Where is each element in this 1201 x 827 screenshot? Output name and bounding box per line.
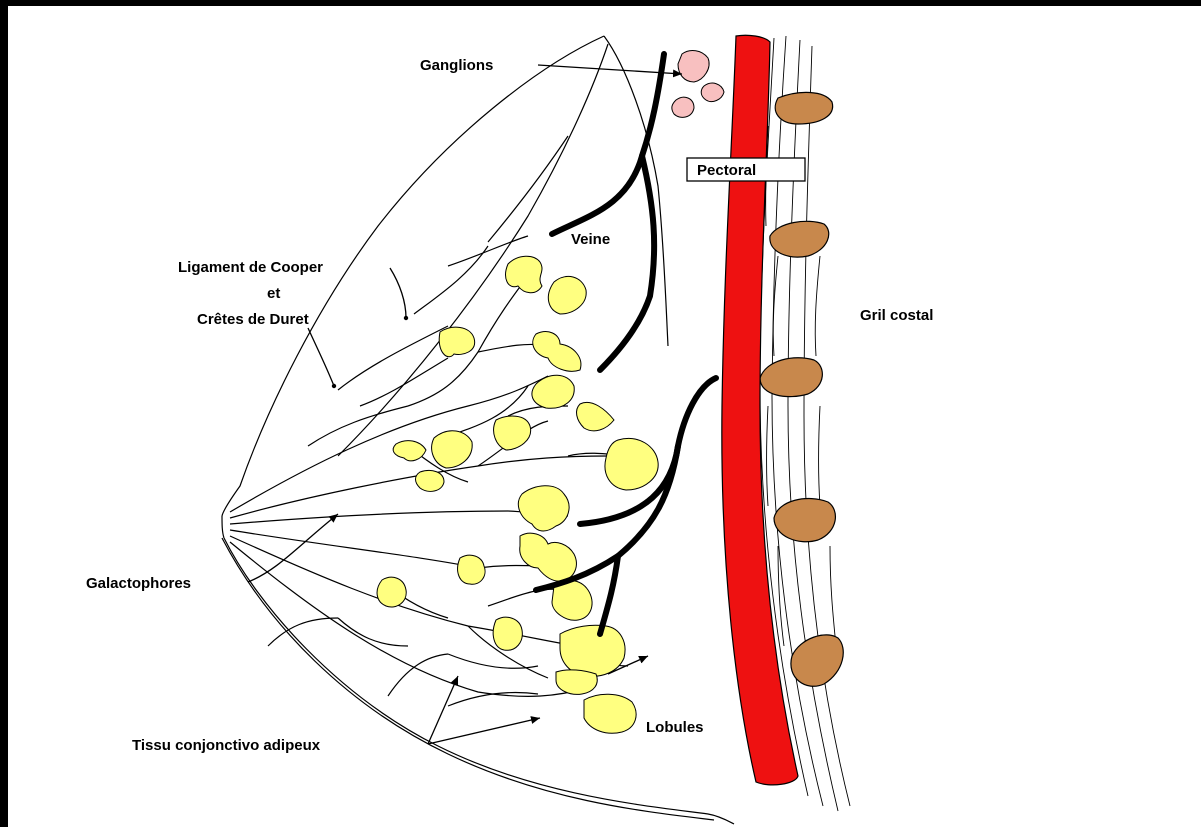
lobule xyxy=(494,416,531,450)
galactophores-pointer xyxy=(248,514,338,582)
label-ligament-line2: et xyxy=(267,285,280,302)
lobule xyxy=(432,431,473,468)
lobule xyxy=(416,470,445,491)
label-pectoral: Pectoral xyxy=(697,162,756,179)
lobule xyxy=(605,438,658,490)
lobule xyxy=(560,625,625,676)
rib xyxy=(791,635,843,686)
label-galactophores: Galactophores xyxy=(86,575,191,592)
ligament-pointer-1 xyxy=(390,268,406,318)
vein-upper xyxy=(552,54,664,234)
label-veine: Veine xyxy=(571,231,610,248)
lobule xyxy=(556,670,597,695)
lobule xyxy=(548,276,586,314)
lobule xyxy=(493,617,522,650)
rib xyxy=(775,92,832,124)
tissu-pointer-1 xyxy=(428,676,458,744)
ganglion xyxy=(672,97,694,117)
label-gril-costal: Gril costal xyxy=(860,307,933,324)
lobule xyxy=(506,256,542,293)
rib xyxy=(774,499,835,542)
label-lobules: Lobules xyxy=(646,719,704,736)
label-ligament-line3: Crêtes de Duret xyxy=(197,311,309,328)
pectoral-muscle xyxy=(722,35,798,785)
breast-anatomy-diagram: Ganglions Pectoral Veine Ligament de Coo… xyxy=(8,6,1201,827)
lobule xyxy=(439,327,474,357)
ligament-pointer-2 xyxy=(308,328,334,386)
rib xyxy=(760,358,822,397)
breast-outline xyxy=(222,36,734,824)
diagram-frame: Ganglions Pectoral Veine Ligament de Coo… xyxy=(8,6,1201,827)
label-tissu: Tissu conjonctivo adipeux xyxy=(132,737,321,754)
lobule xyxy=(377,577,406,607)
ganglion xyxy=(678,51,709,82)
tissu-pointer-2 xyxy=(428,718,540,744)
label-ligament-line1: Ligament de Cooper xyxy=(178,259,323,276)
lobule xyxy=(458,555,485,584)
label-ganglions: Ganglions xyxy=(420,57,493,74)
ganglion xyxy=(701,83,724,101)
lobule xyxy=(577,402,614,430)
lobule xyxy=(518,486,569,531)
rib xyxy=(770,221,829,257)
lobule xyxy=(533,332,581,372)
lobule xyxy=(584,694,636,733)
lobule xyxy=(520,533,577,581)
ganglions xyxy=(672,51,724,118)
lobules xyxy=(377,256,658,733)
lobule xyxy=(393,441,426,461)
